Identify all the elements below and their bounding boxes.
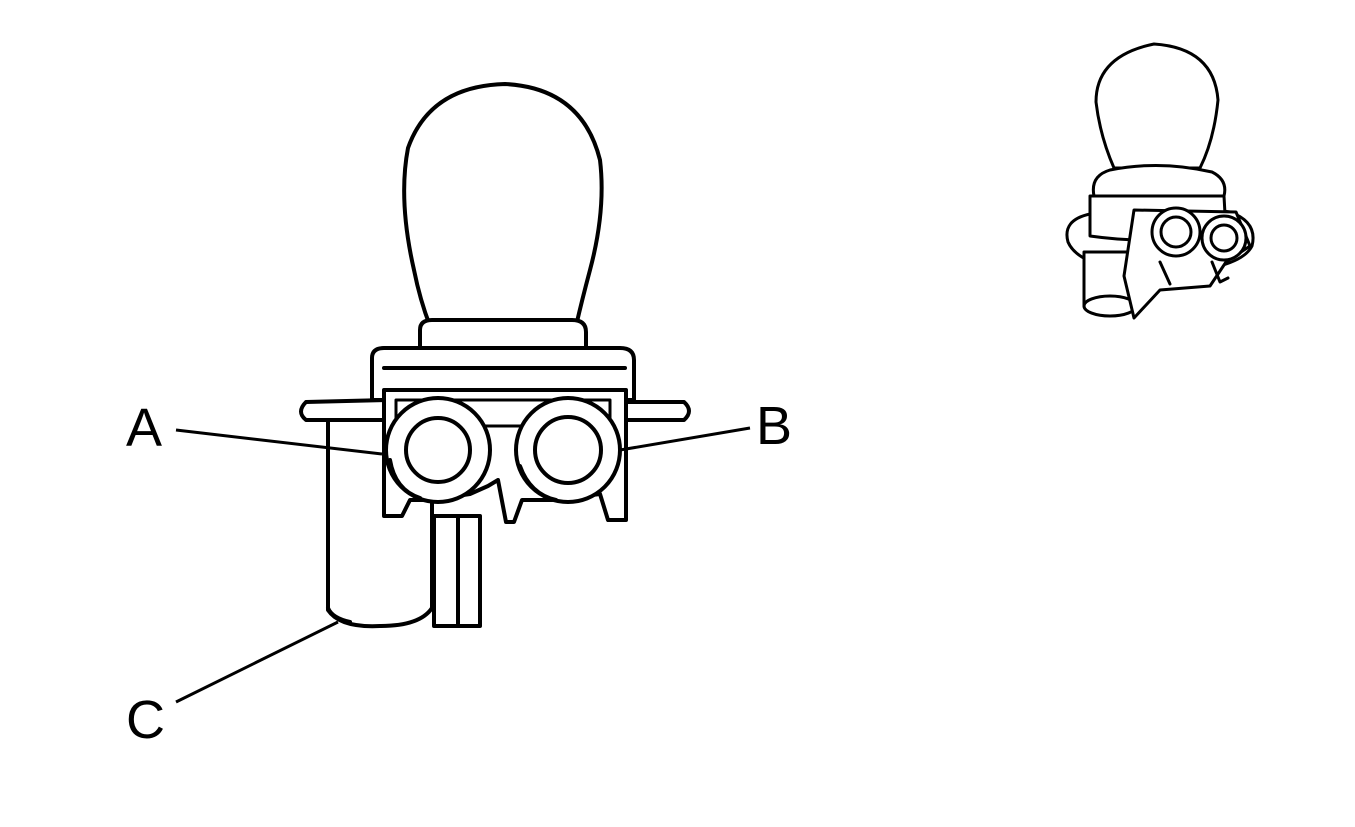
callout-label-b: B <box>756 396 792 456</box>
main-bulb-socket-view: A B C <box>126 82 792 750</box>
thumb-bulb-collar <box>1091 163 1227 198</box>
callout-label-a: A <box>126 398 162 458</box>
terminal-b <box>514 396 622 504</box>
thumbnail-bulb-socket-view <box>1065 42 1255 320</box>
callout-label-c: C <box>126 690 165 750</box>
leader-line-b <box>619 426 751 452</box>
socket-flange <box>299 398 691 422</box>
bulb-base-collar <box>418 318 588 352</box>
leader-line-c <box>175 620 339 704</box>
lock-tab <box>432 514 482 628</box>
leader-line-a <box>175 428 383 456</box>
thumb-terminal-a <box>1150 206 1202 258</box>
socket-body <box>370 346 636 402</box>
thumb-bulb-glass <box>1094 42 1220 170</box>
thumb-terminal-b <box>1200 214 1248 262</box>
leader-lines <box>175 426 751 704</box>
bulb-glass <box>402 82 604 328</box>
terminal-a <box>384 396 492 504</box>
